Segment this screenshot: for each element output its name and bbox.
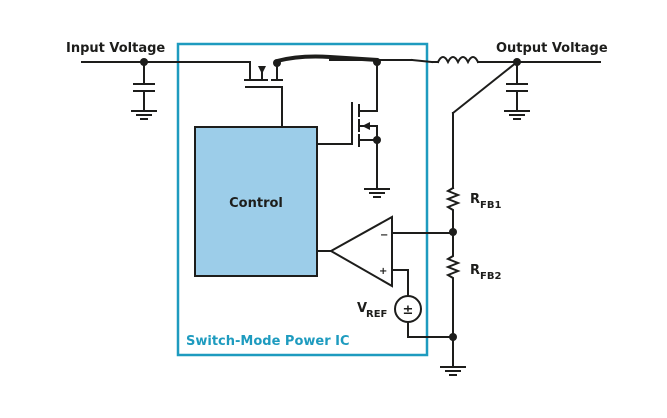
input-capacitor [133, 61, 155, 111]
low-side-mosfet [317, 61, 381, 189]
rfb2-label: R [470, 263, 480, 278]
source-polarity-icon: ± [403, 303, 414, 318]
rfb2-resistor [445, 231, 461, 339]
ic-name-label: Switch-Mode Power IC [186, 334, 350, 349]
ic-boundary [176, 42, 429, 357]
ground-icon [440, 366, 466, 376]
inductor [431, 56, 601, 65]
control-block [194, 126, 318, 277]
vref-label: V [357, 301, 367, 316]
input-voltage-label: Input Voltage [66, 41, 165, 56]
switch-node-trace [276, 54, 379, 63]
rfb2-subscript: FB2 [480, 271, 501, 282]
ground-icon [131, 110, 157, 120]
rfb1-label: R [470, 192, 480, 207]
opamp-minus-label: − [380, 230, 388, 241]
rfb1-subscript: FB1 [480, 200, 501, 211]
vref-subscript: REF [366, 309, 387, 320]
ground-icon [504, 110, 530, 120]
output-capacitor [506, 61, 528, 111]
error-amplifier: − + [316, 215, 454, 297]
feedback-wire [451, 60, 519, 115]
high-side-mosfet [241, 59, 283, 127]
opamp-plus-label: + [379, 266, 387, 277]
control-label: Control [229, 196, 283, 211]
rfb1-resistor [445, 186, 461, 233]
output-voltage-label: Output Voltage [496, 41, 608, 56]
ground-icon [364, 188, 390, 198]
vref-source: ± [394, 295, 454, 338]
